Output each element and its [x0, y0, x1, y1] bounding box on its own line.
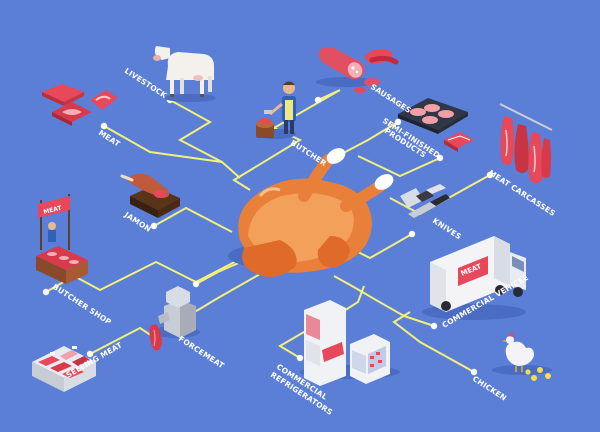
connector-livestock	[169, 99, 241, 179]
label-sausages: SAUSAGES	[369, 82, 413, 115]
steaks-illustration	[42, 84, 118, 126]
forcemeat-illustration	[149, 286, 200, 351]
commercial-vehicle-illustration: MEAT	[422, 236, 526, 320]
connector-chicken	[392, 311, 475, 373]
sausages-illustration	[316, 46, 399, 93]
chicken-illustration	[492, 332, 552, 381]
connector-meat	[103, 125, 223, 163]
label-butcher: BUTCHER	[289, 138, 328, 168]
butcher-illustration	[256, 81, 296, 139]
label-knives: KNIVES	[431, 216, 463, 241]
label-meat: MEAT	[97, 128, 122, 149]
semi-finished-products-illustration	[398, 98, 474, 152]
meat-carcasses-illustration	[499, 103, 553, 183]
connector-jamon	[153, 206, 233, 233]
connector-semi-finished	[357, 155, 441, 178]
knives-illustration	[400, 184, 450, 218]
connector-vehicle	[333, 275, 435, 327]
label-livestock: LIVESTOCK	[123, 66, 169, 101]
butcher-shop-illustration: MEAT	[36, 194, 88, 284]
jamon-illustration	[120, 173, 180, 218]
label-forcemeat: FORCEMEAT	[177, 334, 227, 371]
cow-illustration	[153, 46, 216, 102]
roast-chicken-illustration	[228, 148, 394, 277]
shop-sign-text: MEAT	[43, 204, 63, 215]
selling-meat-illustration	[32, 346, 96, 392]
commercial-refrigerators-illustration	[300, 300, 400, 386]
connector-dots	[42, 96, 494, 376]
label-chicken: CHICKEN	[471, 374, 508, 403]
label-jamon: JAMON	[122, 210, 153, 234]
